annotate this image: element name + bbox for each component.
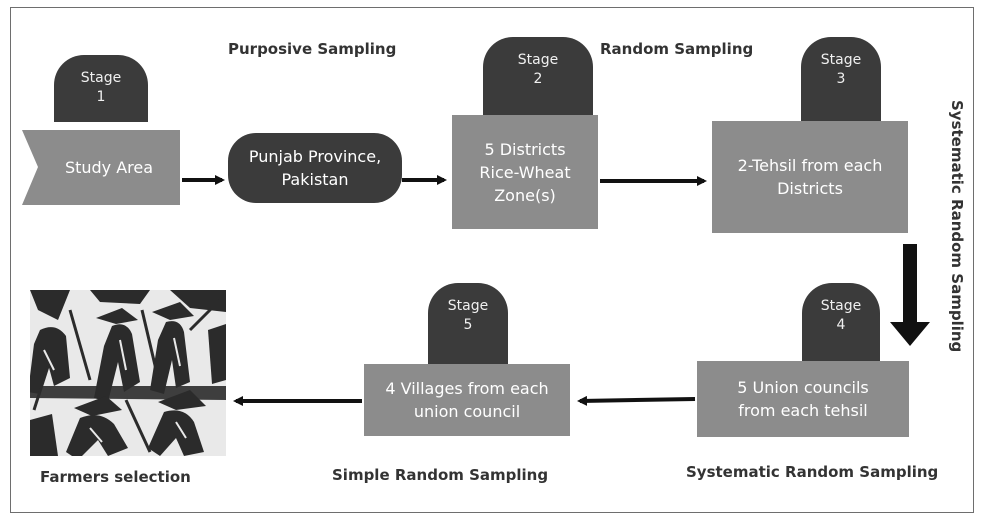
farmers-illustration [30, 290, 226, 456]
punjab-line-1: Punjab Province, [248, 147, 382, 166]
study-area-text: Study Area [64, 158, 154, 177]
random-sampling-label: Random Sampling [600, 40, 754, 58]
tehsil-box: 2-Tehsil from each Districts [712, 121, 908, 233]
purposive-sampling-label: Purposive Sampling [228, 40, 397, 58]
union-councils-box: 5 Union councils from each tehsil [697, 361, 909, 437]
stage-5-number: 5 [463, 317, 473, 333]
stage-1-number: 1 [96, 89, 106, 105]
arrow-union-to-villages [577, 395, 696, 406]
tehsil-line-2: Districts [777, 179, 843, 198]
stage-3-word: Stage [820, 52, 862, 68]
stage-3-tab: Stage 3 [801, 37, 881, 121]
districts-line-2: Rice-Wheat [479, 162, 571, 182]
districts-line-1: 5 Districts [484, 139, 566, 159]
arrow-tehsil-to-union [890, 244, 930, 346]
stage-2-tab: Stage 2 [483, 37, 593, 117]
punjab-line-2: Pakistan [281, 170, 349, 189]
farmers-selection-label: Farmers selection [40, 468, 191, 486]
study-area-box: Study Area [38, 130, 180, 205]
stage-4-number: 4 [836, 317, 846, 333]
stage-2-word: Stage [517, 52, 559, 68]
stage-4-word: Stage [820, 298, 862, 314]
stage-5-word: Stage [447, 298, 489, 314]
systematic-sampling-bottom-label: Systematic Random Sampling [686, 463, 939, 481]
stage-1-word: Stage [80, 70, 122, 86]
villages-line-2: union council [413, 402, 521, 421]
stage-5-tab: Stage 5 [428, 283, 508, 366]
stage-4-tab: Stage 4 [802, 283, 880, 363]
villages-line-1: 4 Villages from each [385, 379, 549, 398]
tehsil-line-1: 2-Tehsil from each [737, 156, 883, 175]
systematic-sampling-vertical-label: Systematic Random Sampling [948, 100, 966, 353]
stage-1-tab: Stage 1 [54, 55, 148, 122]
union-line-2: from each tehsil [738, 401, 868, 420]
villages-box: 4 Villages from each union council [364, 364, 570, 436]
districts-line-3: Zone(s) [494, 185, 556, 205]
districts-box: 5 Districts Rice-Wheat Zone(s) [452, 115, 598, 229]
stage-2-number: 2 [533, 71, 543, 87]
simple-random-sampling-label: Simple Random Sampling [332, 466, 549, 484]
punjab-province-box: Punjab Province, Pakistan [228, 133, 402, 203]
stage-3-number: 3 [836, 71, 846, 87]
union-line-1: 5 Union councils [737, 378, 869, 397]
